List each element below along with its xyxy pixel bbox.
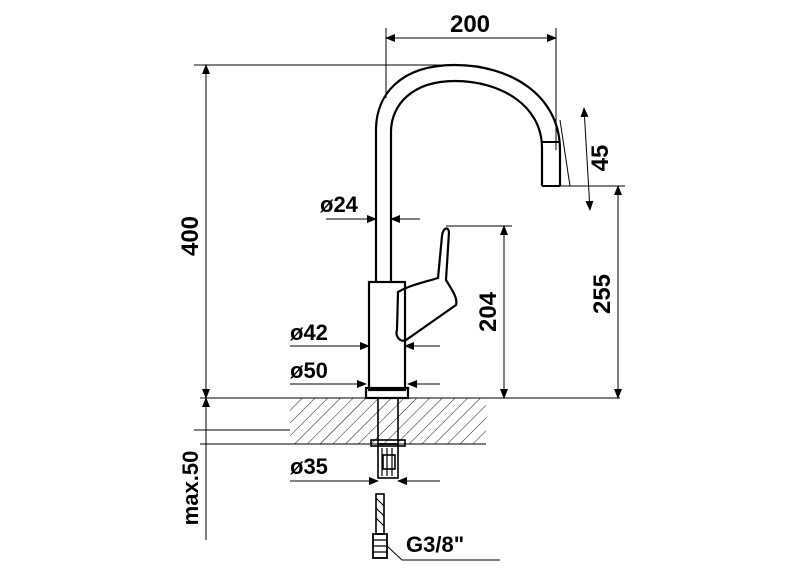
outlet-height-dimension-label: 45 [587,145,614,172]
lever-height-dimension-label: 204 [475,291,502,332]
body-diameter-dimension-label: ø42 [290,320,328,345]
connection-thread-label: G3/8" [406,532,464,557]
total-height-dimension-label: 400 [177,216,204,256]
faucet-outline [364,63,562,559]
mounting-hole-dimension-label: ø35 [290,454,328,479]
spout-outlet-height-dimension-label: 255 [589,274,616,314]
stem-diameter-dimension-label: ø24 [320,192,359,217]
reach-dimension-label: 200 [450,11,490,38]
counter-thickness-dimension-label: max.50 [178,451,203,526]
countertop-section [200,397,620,445]
dimension-lines [194,28,625,561]
base-diameter-dimension-label: ø50 [290,358,328,383]
